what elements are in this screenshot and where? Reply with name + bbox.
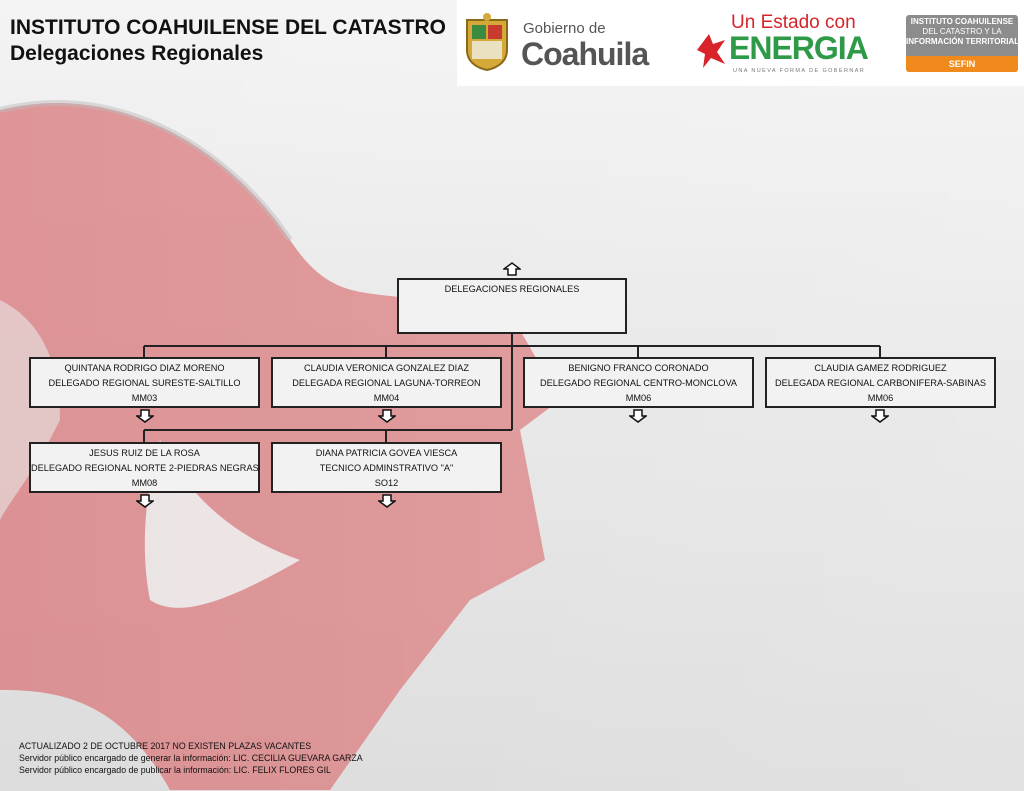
node-name: JESUS RUIZ DE LA ROSA	[89, 448, 200, 458]
page-title: INSTITUTO COAHUILENSE DEL CATASTRO Deleg…	[10, 15, 446, 67]
ict-sefin: SEFIN	[906, 56, 1018, 72]
org-node-6: DIANA PATRICIA GOVEA VIESCA TECNICO ADMI…	[271, 442, 502, 493]
org-node-4: CLAUDIA GAMEZ RODRIGUEZ DELEGADA REGIONA…	[765, 357, 996, 408]
org-node-2: CLAUDIA VERONICA GONZALEZ DIAZ DELEGADA …	[271, 357, 502, 408]
org-node-5: JESUS RUIZ DE LA ROSA DELEGADO REGIONAL …	[29, 442, 260, 493]
org-root-title: DELEGACIONES REGIONALES	[444, 284, 580, 294]
org-node-1: QUINTANA RODRIGO DIAZ MORENO DELEGADO RE…	[29, 357, 260, 408]
node-role: DELEGADA REGIONAL CARBONIFERA-SABINAS	[774, 378, 987, 388]
energia-tagline: UNA NUEVA FORMA DE GOBERNAR	[733, 68, 866, 74]
node-role: TECNICO ADMINSTRATIVO "A"	[319, 463, 454, 473]
node-code: MM03	[131, 393, 158, 403]
gobierno-small-text: Gobierno de	[523, 20, 606, 37]
node-name: CLAUDIA VERONICA GONZALEZ DIAZ	[304, 363, 469, 373]
org-root-box: DELEGACIONES REGIONALES	[397, 278, 627, 334]
title-line-1: INSTITUTO COAHUILENSE DEL CATASTRO	[10, 16, 446, 39]
node-code: MM06	[867, 393, 894, 403]
ict-logo: INSTITUTO COAHUILENSE DEL CATASTRO Y LA …	[906, 15, 1018, 72]
footer-line-2: Servidor público encargado de generar la…	[19, 753, 363, 763]
coahuila-shield-icon	[466, 13, 508, 72]
node-code: MM06	[625, 393, 652, 403]
footer-line-3: Servidor público encargado de publicar l…	[19, 765, 331, 775]
org-node-3: BENIGNO FRANCO CORONADO DELEGADO REGIONA…	[523, 357, 754, 408]
energia-text: ENERGIA	[729, 30, 869, 66]
node-code: SO12	[374, 478, 399, 488]
node-role: DELEGADO REGIONAL SURESTE-SALTILLO	[48, 378, 241, 388]
estado-text: Un Estado con	[731, 12, 856, 33]
footer-line-1: ACTUALIZADO 2 DE OCTUBRE 2017 NO EXISTEN…	[19, 741, 312, 751]
node-code: MM08	[131, 478, 158, 488]
up-arrow-icon[interactable]	[503, 262, 521, 276]
node-role: DELEGADO REGIONAL NORTE 2-PIEDRAS NEGRAS	[31, 463, 259, 473]
node-role: DELEGADO REGIONAL CENTRO-MONCLOVA	[539, 378, 738, 388]
down-arrow-icon[interactable]	[871, 409, 889, 423]
node-name: QUINTANA RODRIGO DIAZ MORENO	[64, 363, 225, 373]
node-name: BENIGNO FRANCO CORONADO	[568, 363, 709, 373]
down-arrow-icon[interactable]	[136, 409, 154, 423]
down-arrow-icon[interactable]	[378, 409, 396, 423]
node-code: MM04	[373, 393, 400, 403]
node-role: DELEGADA REGIONAL LAGUNA-TORREON	[292, 378, 481, 388]
footer-notes: ACTUALIZADO 2 DE OCTUBRE 2017 NO EXISTEN…	[19, 740, 363, 776]
node-name: CLAUDIA GAMEZ RODRIGUEZ	[814, 363, 947, 373]
node-name: DIANA PATRICIA GOVEA VIESCA	[315, 448, 458, 458]
gobierno-big-text: Coahuila	[521, 36, 649, 72]
ict-line-1: INSTITUTO COAHUILENSE	[910, 17, 1014, 26]
down-arrow-icon[interactable]	[136, 494, 154, 508]
title-line-2: Delegaciones Regionales	[10, 42, 264, 65]
logo-bar: Gobierno de Coahuila Un Estado con ENERG…	[457, 0, 1024, 86]
energia-symbol-icon	[697, 34, 725, 68]
down-arrow-icon[interactable]	[378, 494, 396, 508]
down-arrow-icon[interactable]	[629, 409, 647, 423]
ict-line-3: INFORMACIÓN TERRITORIAL	[906, 37, 1018, 46]
ict-line-2: DEL CATASTRO Y LA	[922, 27, 1002, 36]
